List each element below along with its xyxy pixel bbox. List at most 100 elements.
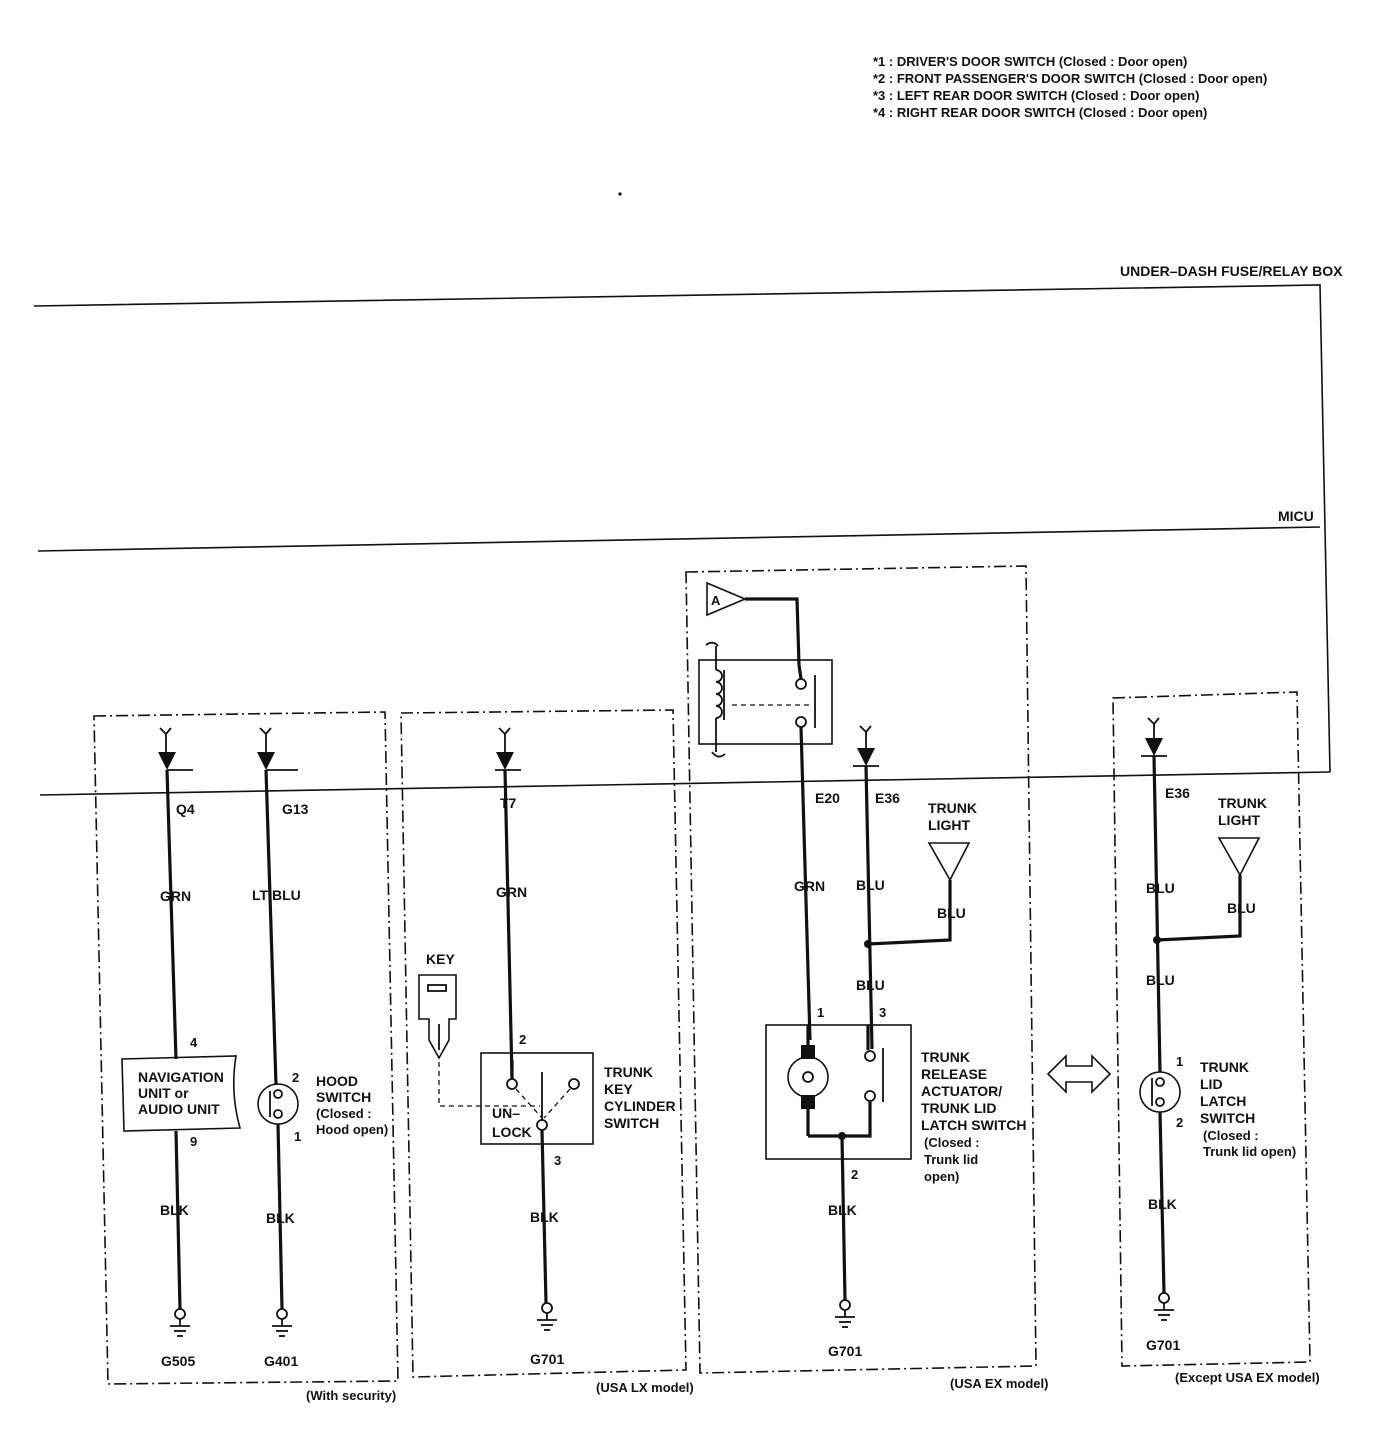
footnote-4: *4 : RIGHT REAR DOOR SWITCH (Closed : Do… <box>873 105 1207 120</box>
wire-blu: BLU <box>856 877 885 893</box>
reference-a-icon <box>706 581 748 617</box>
key-cyl-name-4: SWITCH <box>604 1115 659 1131</box>
ground-g701: G701 <box>828 1343 862 1359</box>
wire-lt-blu: LT BLU <box>252 887 301 903</box>
key-cylinder-switch-box <box>480 1052 594 1145</box>
ex-name-6: (Closed : <box>924 1135 980 1150</box>
wire-blu: BLU <box>1146 880 1175 896</box>
ground-icon <box>537 1302 557 1331</box>
trunk-light-icon <box>927 842 971 882</box>
hood-name-3: (Closed : <box>316 1106 372 1121</box>
other-light-name-2: LIGHT <box>1218 812 1260 828</box>
terminal-arrow-icon <box>158 752 176 770</box>
motor-brush-bottom <box>801 1095 815 1109</box>
motor-icon <box>787 1056 829 1098</box>
section-box-other <box>1112 691 1311 1367</box>
actuator-pin-1: 1 <box>817 1005 824 1020</box>
ground-icon <box>835 1299 855 1328</box>
footnote-2: *2 : FRONT PASSENGER'S DOOR SWITCH (Clos… <box>873 71 1267 86</box>
ex-name-3: ACTUATOR/ <box>921 1083 1002 1099</box>
ground-g701: G701 <box>530 1351 564 1367</box>
ground-g701: G701 <box>1146 1337 1180 1353</box>
hood-name-2: SWITCH <box>316 1089 371 1105</box>
key-cylinder-circuit: T7 GRN KEY 2 UN– LOCK TRUNK KEY CYLINDER… <box>418 727 676 1367</box>
fuse-box-outline: UNDER–DASH FUSE/RELAY BOX <box>33 263 1343 773</box>
note-usa-lx: (USA LX model) <box>596 1380 694 1395</box>
terminal-arrow-icon <box>496 752 514 770</box>
ground-icon <box>272 1308 292 1337</box>
nav-name-2: UNIT or <box>138 1085 189 1101</box>
wire-grn: GRN <box>496 884 527 900</box>
other-light-name-1: TRUNK <box>1218 795 1267 811</box>
key-pin-3: 3 <box>554 1153 561 1168</box>
key-pin-2: 2 <box>519 1032 526 1047</box>
hood-pin-2: 2 <box>292 1070 299 1085</box>
connector-arrow-icon <box>259 727 272 736</box>
wire-blk: BLK <box>266 1210 295 1226</box>
wire-blk: BLK <box>828 1202 857 1218</box>
key-cyl-name-2: KEY <box>604 1081 633 1097</box>
terminal-e36: E36 <box>1165 785 1190 801</box>
section-box-lx <box>400 709 687 1378</box>
wire-blu-lower: BLU <box>856 977 885 993</box>
terminal-arrow-icon <box>1145 738 1163 756</box>
fuse-box-label: UNDER–DASH FUSE/RELAY BOX <box>1120 263 1343 279</box>
reference-a-label: A <box>711 593 721 608</box>
footnote-3: *3 : LEFT REAR DOOR SWITCH (Closed : Doo… <box>873 88 1199 103</box>
other-name-5: (Closed : <box>1203 1128 1259 1143</box>
note-with-security: (With security) <box>306 1388 396 1403</box>
ex-name-5: LATCH SWITCH <box>921 1117 1027 1133</box>
other-name-1: TRUNK <box>1200 1059 1249 1075</box>
ex-circuit: A E20 GRN E36 BLU TRUNK <box>698 581 1027 1359</box>
other-circuit: E36 BLU TRUNK LIGHT BLU BLU 1 2 TRUNK LI… <box>1139 717 1296 1353</box>
wire-blu-mid: BLU <box>1146 972 1175 988</box>
micu-connector-line <box>39 771 1331 796</box>
relay-icon <box>698 641 833 758</box>
wire-grn: GRN <box>794 878 825 894</box>
terminal-t7: T7 <box>500 795 517 811</box>
nav-name-1: NAVIGATION <box>138 1069 224 1085</box>
terminal-arrow-icon <box>857 748 875 766</box>
wire-grn: GRN <box>160 888 191 904</box>
other-name-3: LATCH <box>1200 1093 1246 1109</box>
connector-arrow-icon <box>159 727 172 736</box>
nav-circuit: Q4 GRN 4 NAVIGATION UNIT or AUDIO UNIT 9… <box>121 727 242 1369</box>
unlock-label-1: UN– <box>492 1105 520 1121</box>
stray-dot <box>618 192 622 196</box>
hood-name-1: HOOD <box>316 1073 358 1089</box>
footnotes: *1 : DRIVER'S DOOR SWITCH (Closed : Door… <box>873 54 1267 120</box>
other-name-4: SWITCH <box>1200 1110 1255 1126</box>
key-icon <box>418 974 457 1060</box>
section-box-security <box>93 711 399 1385</box>
ground-g505: G505 <box>161 1353 195 1369</box>
ground-g401: G401 <box>264 1353 298 1369</box>
ex-name-4: TRUNK LID <box>921 1100 996 1116</box>
motor-brush-top <box>801 1045 815 1059</box>
wire-blk: BLK <box>1148 1196 1177 1212</box>
hood-circuit: G13 LT BLU 2 1 HOOD SWITCH (Closed : Hoo… <box>252 727 388 1369</box>
connector-arrow-icon <box>859 725 872 734</box>
unlock-label-2: LOCK <box>492 1124 532 1140</box>
ex-name-1: TRUNK <box>921 1049 970 1065</box>
ground-icon <box>170 1308 190 1337</box>
wire-blk: BLK <box>160 1202 189 1218</box>
ex-light-name-2: LIGHT <box>928 817 970 833</box>
key-cyl-name-3: CYLINDER <box>604 1098 676 1114</box>
micu-label: MICU <box>1278 508 1314 524</box>
wire-blk: BLK <box>530 1209 559 1225</box>
key-cyl-name-1: TRUNK <box>604 1064 653 1080</box>
trunk-light-icon <box>1217 837 1261 877</box>
nav-name-3: AUDIO UNIT <box>138 1101 220 1117</box>
terminal-g13: G13 <box>282 801 309 817</box>
section-box-ex <box>685 565 1037 1374</box>
footnote-1: *1 : DRIVER'S DOOR SWITCH (Closed : Door… <box>873 54 1187 69</box>
terminal-e20: E20 <box>815 790 840 806</box>
navigation-unit-box <box>121 1055 242 1132</box>
micu-outline: MICU <box>37 508 1321 552</box>
terminal-q4: Q4 <box>176 801 195 817</box>
terminal-arrow-icon <box>257 752 275 770</box>
ground-icon <box>1154 1292 1174 1321</box>
note-usa-ex: (USA EX model) <box>950 1376 1048 1391</box>
actuator-pin-2: 2 <box>851 1167 858 1182</box>
